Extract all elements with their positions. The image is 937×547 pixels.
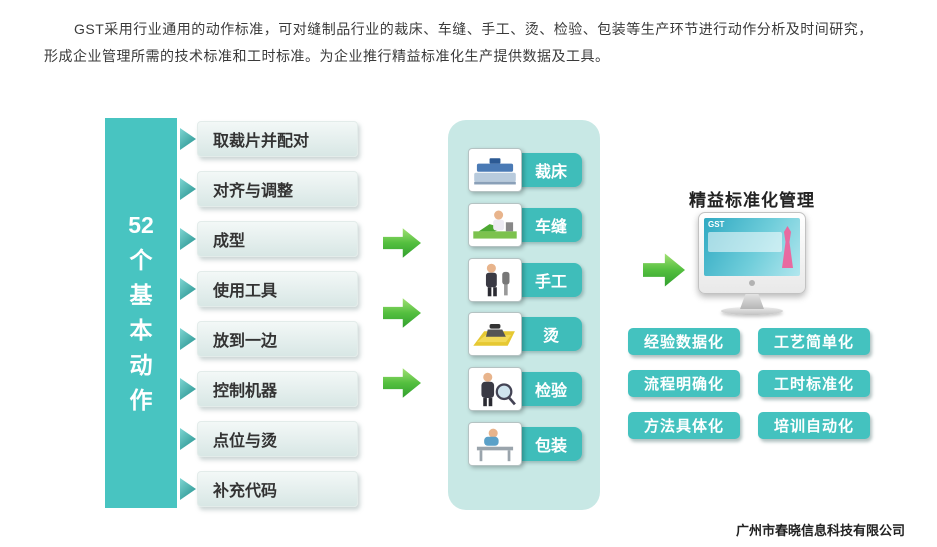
triangle-arrow-icon [180,378,196,400]
result-badge: 培训自动化 [758,412,870,439]
motion-label: 控制机器 [197,371,358,407]
intro-text: GST采用行业通用的动作标准，可对缝制品行业的裁床、车缝、手工、烫、检验、包装等… [44,16,904,70]
process-item: 车缝 [468,203,582,247]
triangle-arrow-icon [180,278,196,300]
computer-base [721,307,783,315]
process-label-text: 裁床 [534,164,567,181]
computer-stand [740,294,764,309]
handwork-icon [468,258,522,302]
motion-item: 使用工具 [180,271,358,307]
flow-arrow-icon [383,368,421,398]
intro-line-2: 形成企业管理所需的技术标准和工时标准。为企业推行精益标准化生产提供数据及工具。 [44,48,610,64]
computer-chin [704,276,800,290]
motion-label: 成型 [197,221,358,257]
process-item: 检验 [468,367,582,411]
left-bar-text: 作 [129,387,153,413]
process-label-text: 烫 [542,328,559,345]
motion-label: 放到一边 [197,321,358,357]
company-name: 广州市春晓信息科技有限公司 [736,523,906,538]
screen-window [708,232,782,252]
result-badge: 流程明确化 [628,370,740,397]
triangle-arrow-icon [180,178,196,200]
left-bar-text: 52 [128,212,154,238]
triangle-arrow-icon [180,228,196,250]
result-badge: 工时标准化 [758,370,870,397]
triangle-arrow-icon [180,128,196,150]
triangle-arrow-icon [180,328,196,350]
process-item: 裁床 [468,148,582,192]
packaging-icon [468,422,522,466]
triangle-arrow-icon [180,428,196,450]
process-label-text: 包装 [534,438,567,455]
flow-arrow-icon [383,298,421,328]
motion-item: 成型 [180,221,358,257]
process-label-text: 检验 [534,383,567,400]
process-item: 手工 [468,258,582,302]
sewing-icon [468,203,522,247]
result-badge: 方法具体化 [628,412,740,439]
software-screen: GST [704,218,800,276]
process-label-text: 车缝 [534,219,567,236]
screen-logo-text: GST [708,220,725,229]
motion-item: 补充代码 [180,471,358,507]
basic-motions-bar: 52 个 基 本 动 作 [105,118,177,508]
result-badge: 工艺简单化 [758,328,870,355]
motion-item: 点位与烫 [180,421,358,457]
screen-figure [782,226,793,268]
motion-label: 对齐与调整 [197,171,358,207]
motion-item: 取裁片并配对 [180,121,358,157]
result-badge: 经验数据化 [628,328,740,355]
process-panel: 裁床 车缝 手工 烫 [448,120,600,510]
motion-item: 控制机器 [180,371,358,407]
computer-screen: GST [698,212,806,294]
cutting-machine-icon [468,148,522,192]
motion-label: 点位与烫 [197,421,358,457]
result-title: 精益标准化管理 [689,191,815,210]
process-item: 包装 [468,422,582,466]
logo-dot-icon [749,280,755,286]
computer-illustration: GST [698,212,806,315]
process-item: 烫 [468,312,582,356]
flow-arrow-icon [383,228,421,258]
left-bar-text: 本 [129,317,153,343]
inspection-icon [468,367,522,411]
triangle-arrow-icon [180,478,196,500]
motion-label: 补充代码 [197,471,358,507]
left-bar-text: 动 [129,352,153,378]
motion-label: 使用工具 [197,271,358,307]
process-label-text: 手工 [534,274,567,291]
left-bar-text: 基 [129,282,153,308]
intro-line-1: GST采用行业通用的动作标准，可对缝制品行业的裁床、车缝、手工、烫、检验、包装等… [74,21,873,37]
motion-item: 对齐与调整 [180,171,358,207]
flow-arrow-icon [643,253,685,287]
motion-label: 取裁片并配对 [197,121,358,157]
motion-item: 放到一边 [180,321,358,357]
ironing-icon [468,312,522,356]
left-bar-text: 个 [129,247,153,273]
